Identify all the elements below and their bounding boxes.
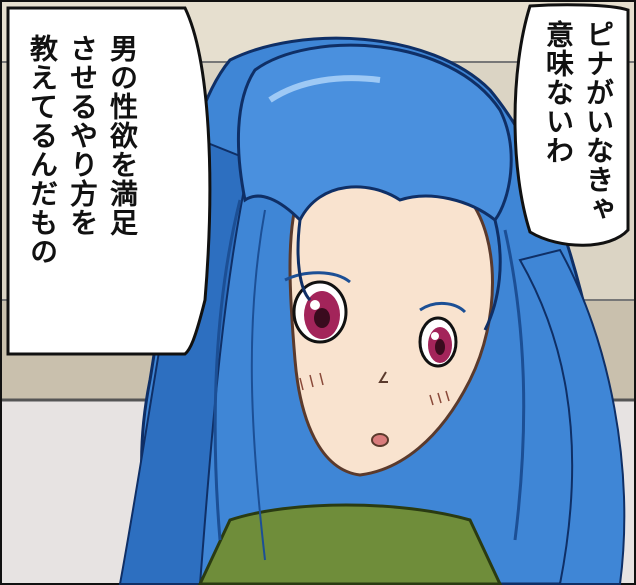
speech-line: 教えてるんだもの xyxy=(26,34,59,266)
speech-bubble-right-text: ピナがいなきゃ 意味ないわ xyxy=(538,20,618,223)
character-clothing xyxy=(197,503,503,585)
speech-bubble-right xyxy=(513,3,630,247)
speech-line: させるやり方を xyxy=(66,34,99,237)
speech-bubble-left-text: 男の性欲を満足 させるやり方を 教えてるんだもの xyxy=(22,34,142,266)
speech-bubble-left xyxy=(6,6,212,356)
speech-line: 意味ないわ xyxy=(542,20,575,165)
character-hair-front xyxy=(213,43,526,561)
speech-line: 男の性欲を満足 xyxy=(106,34,139,237)
speech-line: ピナがいなきゃ xyxy=(582,20,615,223)
